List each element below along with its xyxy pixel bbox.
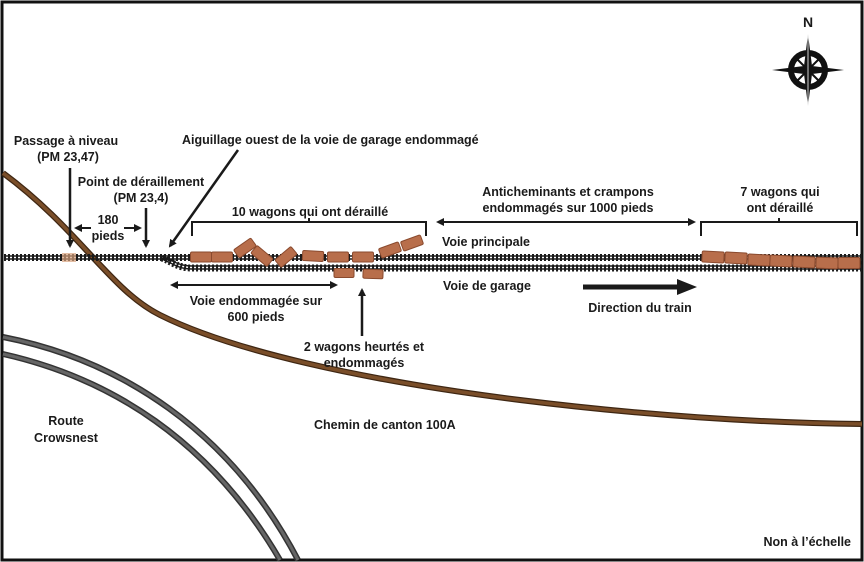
- derailed-wagon: [327, 251, 349, 263]
- township-road-100a: [1, 170, 863, 427]
- derailed-wagon: [211, 251, 233, 263]
- seven-cars-label-line1: 7 wagons qui: [740, 185, 819, 199]
- train-direction-label: Direction du train: [588, 301, 691, 315]
- distance-180-value: 180: [98, 213, 119, 227]
- ties-spikes-label-line2: endommagés sur 1000 pieds: [483, 201, 654, 215]
- derailed-wagon: [274, 246, 298, 268]
- two-cars-label-line1: 2 wagons heurtés et: [304, 340, 425, 354]
- crowsnest-highway: [2, 334, 301, 562]
- derailed-wagon: [701, 250, 725, 264]
- highway-label-line2: Crowsnest: [34, 431, 99, 445]
- derailed-wagon: [250, 245, 274, 267]
- ten-derailed-cars: [190, 234, 424, 268]
- not-to-scale-note: Non à l’échelle: [763, 535, 851, 549]
- derailment-point-label: Point de déraillement: [78, 175, 205, 189]
- derailed-wagon: [724, 251, 748, 265]
- derailed-wagon: [815, 256, 839, 270]
- level-crossing-milepost: (PM 23,47): [37, 150, 99, 164]
- derailed-wagon: [378, 241, 402, 259]
- struck-wagon: [333, 268, 355, 278]
- train-direction-arrowhead: [677, 279, 697, 295]
- ties-spikes-label-line1: Anticheminants et crampons: [482, 185, 654, 199]
- damaged-track-label-line2: 600 pieds: [228, 310, 285, 324]
- damaged-track-label-line1: Voie endommagée sur: [190, 294, 323, 308]
- ten-cars-label: 10 wagons qui ont déraillé: [232, 205, 388, 219]
- derailed-wagon: [769, 254, 793, 268]
- derailed-wagon: [301, 250, 325, 262]
- seven-derailed-cars: [701, 250, 861, 270]
- ten-cars-bracket: [191, 218, 427, 236]
- two-cars-label-line2: endommagés: [324, 356, 405, 370]
- distance-180-unit: pieds: [92, 229, 125, 243]
- derailed-wagon: [792, 255, 816, 269]
- township-road-label: Chemin de canton 100A: [314, 418, 456, 432]
- level-crossing-marker: [62, 253, 76, 262]
- main-track-label: Voie principale: [442, 235, 530, 249]
- siding-track: [160, 254, 862, 272]
- highway-label-line1: Route: [48, 414, 83, 428]
- west-switch-arrow: [168, 149, 240, 248]
- derailed-wagon: [190, 251, 212, 263]
- seven-cars-label-line2: ont déraillé: [747, 201, 814, 215]
- derailed-wagon: [233, 237, 257, 259]
- west-switch-label: Aiguillage ouest de la voie de garage en…: [182, 133, 479, 147]
- derailed-wagon: [837, 257, 861, 269]
- derailed-wagon: [747, 253, 771, 267]
- siding-label: Voie de garage: [443, 279, 531, 293]
- compass-north-label: N: [803, 14, 813, 30]
- struck-wagon: [362, 268, 384, 280]
- two-struck-cars: [333, 268, 384, 280]
- derailment-point-milepost: (PM 23,4): [114, 191, 169, 205]
- derailed-wagon: [400, 234, 424, 252]
- compass-rose-icon: [772, 34, 844, 106]
- derailed-wagon: [352, 251, 374, 263]
- seven-cars-bracket: [700, 218, 858, 236]
- level-crossing-label: Passage à niveau: [14, 134, 118, 148]
